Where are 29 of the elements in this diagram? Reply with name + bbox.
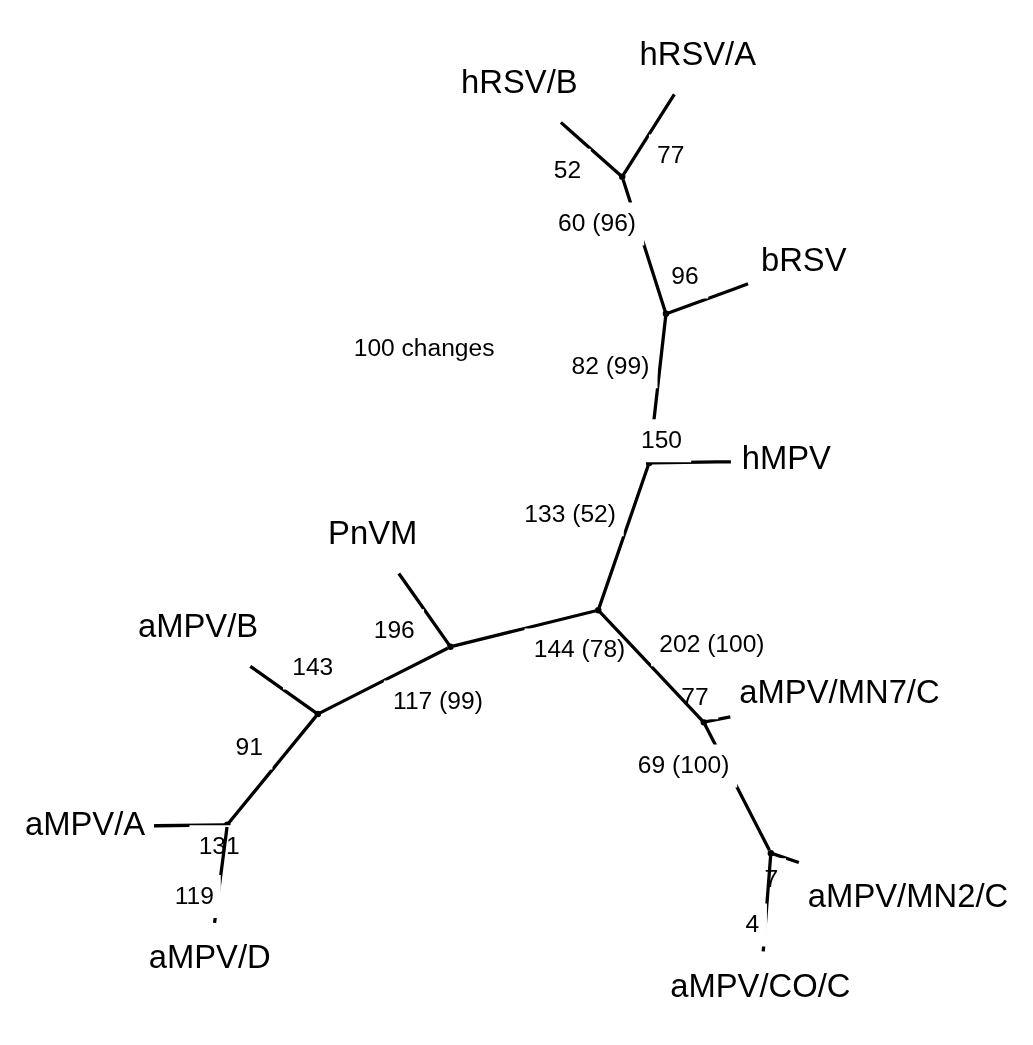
edge-label: 77: [681, 682, 709, 710]
node-text: bRSV: [760, 240, 847, 278]
edge-label: 202 (100): [659, 629, 765, 657]
edge-label: 150: [640, 425, 683, 453]
node-text: aMPV/A: [24, 804, 146, 842]
edge-label: 69 (100): [637, 750, 730, 778]
node-text: aMPV/D: [148, 937, 271, 975]
edge-label: 143: [292, 652, 334, 680]
node-text: hMPV: [741, 438, 831, 476]
edge-label: 91: [235, 732, 263, 760]
edge-label: 119: [174, 881, 214, 909]
edge-label: 117 (99): [393, 686, 483, 714]
edge-label: 77: [657, 140, 685, 168]
edge-label: 196: [373, 615, 415, 643]
node-text: aMPV/B: [137, 606, 259, 644]
edge-label: 4: [745, 909, 760, 937]
node-text: aMPV/MN7/C: [739, 672, 940, 710]
edge-label: 96: [671, 261, 699, 289]
edge-label: 52: [553, 155, 582, 183]
edge-label: 133 (52): [524, 499, 616, 527]
edge-label: 82 (99): [571, 351, 650, 379]
edge-label: 60 (96): [558, 208, 637, 236]
node-text: hRSV/B: [461, 62, 578, 100]
label: 100 changes: [353, 333, 495, 361]
edge-label: 144 (78): [533, 634, 626, 662]
node-text: aMPV/CO/C: [670, 966, 851, 1004]
node-text: aMPV/MN2/C: [807, 876, 1009, 914]
node-text: PnVM: [328, 513, 418, 551]
node-text: hRSV/A: [639, 34, 757, 72]
